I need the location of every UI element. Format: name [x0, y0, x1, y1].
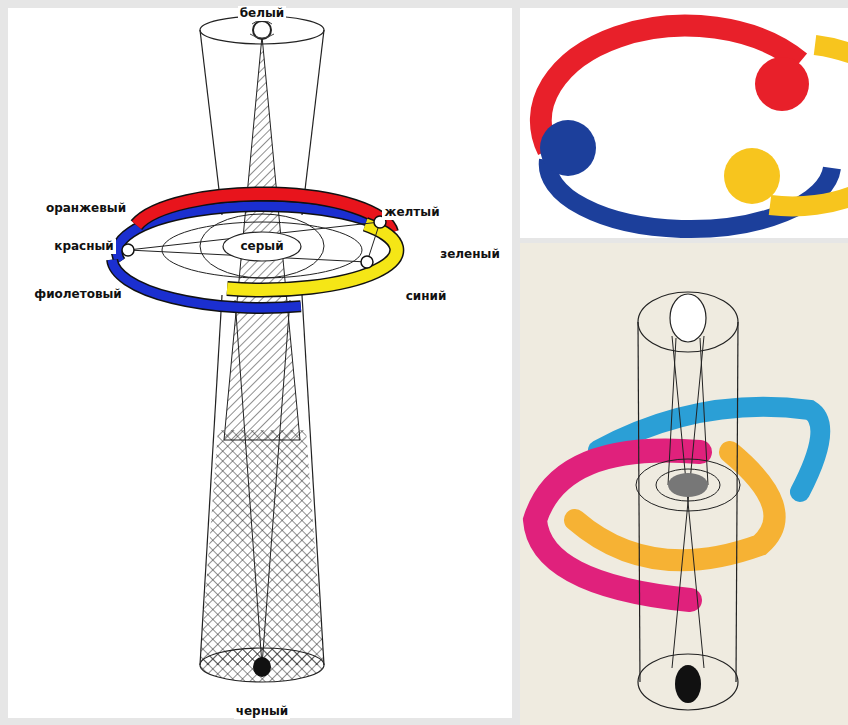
color-label: фиолетовый	[32, 287, 124, 302]
color-name: синий	[404, 289, 449, 304]
color-label: черный	[234, 704, 291, 719]
color-label: оранжевый	[44, 201, 128, 216]
color-name: фиолетовый	[32, 287, 124, 302]
color-label: синий	[404, 289, 449, 304]
color-name: оранжевый	[44, 201, 128, 216]
color-name: красный	[52, 239, 116, 254]
color-label: желтый	[382, 205, 441, 220]
color-name: черный	[234, 704, 291, 719]
color-name: белый	[238, 6, 287, 21]
right-panel	[520, 243, 848, 725]
color-label: белый	[238, 6, 287, 21]
three-color-logo	[540, 26, 848, 229]
color-name: зеленый	[438, 247, 502, 262]
color-label: зеленый	[438, 247, 502, 262]
center-ellipse: серый	[222, 231, 302, 262]
color-name: желтый	[382, 205, 441, 220]
left-panel	[8, 8, 512, 718]
left-solid	[112, 16, 397, 682]
color-label: красный	[52, 239, 116, 254]
cmy-solid	[535, 292, 820, 710]
color-name: серый	[222, 239, 302, 254]
